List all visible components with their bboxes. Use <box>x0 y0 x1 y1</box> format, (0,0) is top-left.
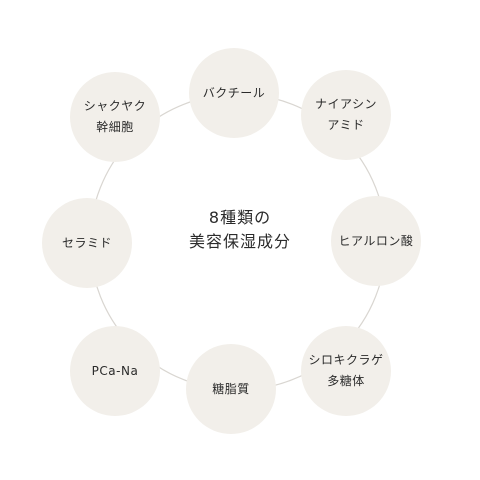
ingredient-label: ナイアシン <box>314 97 378 111</box>
ingredient-node-glycolipid: 糖脂質 <box>186 344 276 434</box>
ingredient-node-peony-stem-cell: シャクヤク 幹細胞 <box>70 72 160 162</box>
ingredient-label-2: アミド <box>327 118 365 132</box>
ingredient-label: バクチール <box>202 85 266 100</box>
ingredient-label: シャクヤク <box>83 99 147 113</box>
ingredient-node-pca-na: PCa-Na <box>70 326 160 416</box>
ingredient-node-bakuchiol: バクチール <box>189 48 279 138</box>
ingredient-node-hyaluronic-acid: ヒアルロン酸 <box>331 196 421 286</box>
ingredient-label: ヒアルロン酸 <box>338 233 414 248</box>
ingredient-label: セラミド <box>61 235 112 250</box>
ingredient-label: 糖脂質 <box>212 381 250 396</box>
ingredient-node-tremella-polysaccharide: シロキクラゲ 多糖体 <box>301 326 391 416</box>
ingredient-node-ceramide: セラミド <box>42 198 132 288</box>
ingredient-label: PCa-Na <box>91 363 139 378</box>
ingredient-label-2: 多糖体 <box>327 374 365 388</box>
center-title: 8種類の 美容保湿成分 <box>160 206 320 254</box>
ingredient-label-2: 幹細胞 <box>96 120 134 134</box>
ingredient-node-niacinamide: ナイアシン アミド <box>301 70 391 160</box>
center-title-line-2: 美容保湿成分 <box>188 232 291 251</box>
center-title-line-1: 8種類の <box>208 208 272 227</box>
ingredient-label: シロキクラゲ <box>308 353 384 367</box>
